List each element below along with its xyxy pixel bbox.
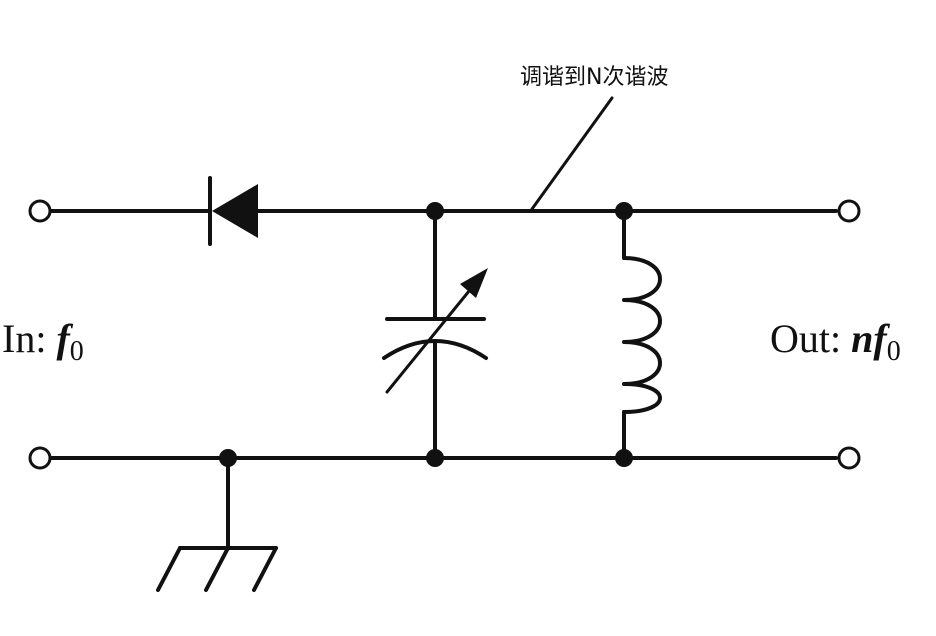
ground-hatch-2 [204,546,230,592]
output-label: Out: nf0 [770,316,901,367]
junction-inductor-bottom [615,449,633,467]
junction-capacitor-bottom [426,449,444,467]
input-terminal-top[interactable] [28,199,52,223]
capacitor-tuning-arrow-shaft [385,278,480,394]
capacitor-tuning-arrow-head [460,268,488,298]
inductor-coil [622,256,662,414]
input-terminal-bottom[interactable] [28,446,52,470]
output-label-sub: 0 [887,336,901,367]
output-label-prefix: Out: [770,316,851,361]
ground-hatch-1 [156,546,182,592]
inductor [622,209,662,460]
input-label-var: f [56,316,73,361]
variable-capacitor [382,209,488,460]
junction-inductor-top [615,202,633,220]
input-label: In: f0 [2,316,84,367]
input-label-prefix: In: [2,316,56,361]
diode [208,176,258,246]
output-label-coef: n [851,316,873,361]
ground-symbol [156,456,278,592]
diode-triangle [212,184,258,238]
annotation-leader-line [530,96,614,211]
junction-ground [219,449,237,467]
annotation-tuned-harmonic: 调谐到N次谐波 [520,65,668,90]
input-label-sub: 0 [70,336,84,367]
output-label-var: f [873,316,890,361]
output-terminal-top[interactable] [837,199,861,223]
junction-capacitor-top [426,202,444,220]
output-terminal-bottom[interactable] [837,446,861,470]
ground-hatch-3 [252,546,278,592]
